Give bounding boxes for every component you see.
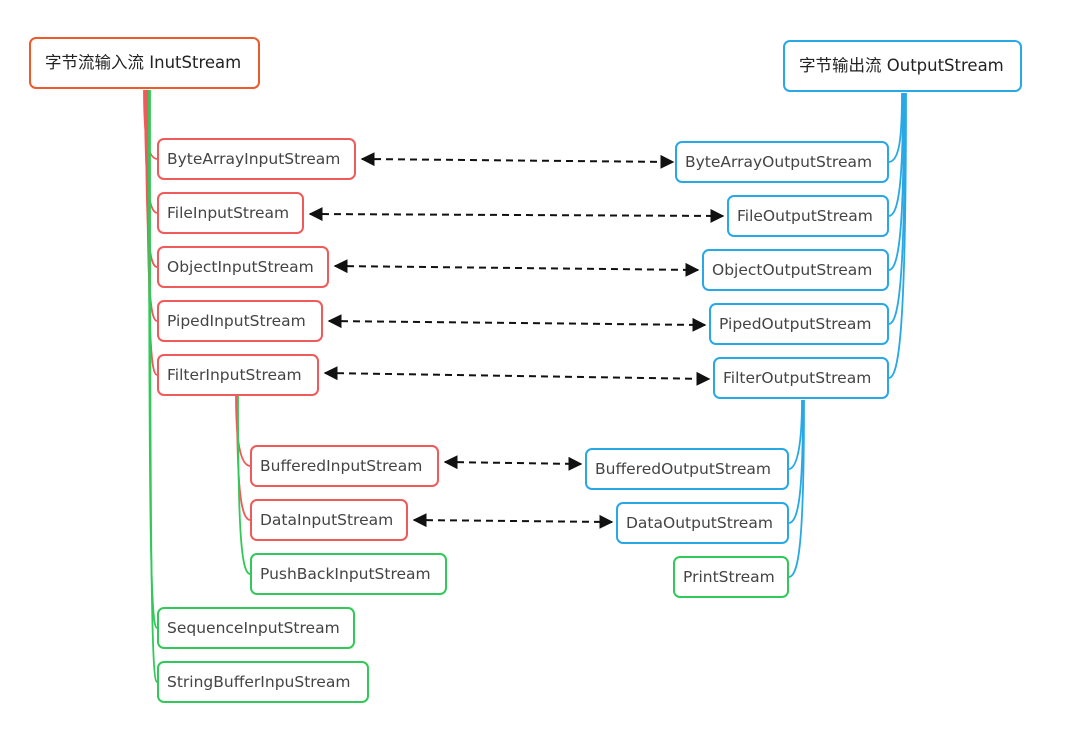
arrow-file-pair bbox=[308, 207, 725, 223]
arrow-buffered-pair bbox=[443, 455, 583, 471]
dataoutputstream-node: DataOutputStream bbox=[616, 502, 789, 544]
bufferedoutputstream-node: BufferedOutputStream bbox=[585, 448, 789, 490]
bytearrayoutputstream-node: ByteArrayOutputStream bbox=[675, 141, 889, 183]
pushbackinputstream-node: PushBackInputStream bbox=[250, 553, 447, 595]
branch-filter-to-pushbackinputstream bbox=[237, 395, 251, 575]
branch-filter-to-printstream bbox=[788, 399, 805, 578]
fileinputstream-node: FileInputStream bbox=[157, 192, 304, 234]
branch-root-to-pipedoutputstream bbox=[888, 92, 906, 325]
arrow-filter-pair bbox=[323, 366, 711, 386]
arrow-data-pair bbox=[412, 513, 614, 529]
arrow-piped-pair bbox=[327, 314, 707, 332]
input-stream-root-node: 字节流输入流 InutStream bbox=[29, 37, 260, 89]
arrow-bytearray-pair bbox=[360, 152, 675, 169]
branch-root-to-bytearrayoutputstream bbox=[888, 92, 903, 163]
output-stream-root-node: 字节输出流 OutputStream bbox=[783, 40, 1022, 92]
sequenceinputstream-node: SequenceInputStream bbox=[157, 607, 355, 649]
fileoutputstream-node: FileOutputStream bbox=[727, 195, 889, 237]
branch-root-to-stringbufferinpustream bbox=[149, 89, 158, 683]
branch-root-to-objectoutputstream bbox=[888, 92, 905, 271]
filterinputstream-node: FilterInputStream bbox=[157, 354, 319, 396]
objectinputstream-node: ObjectInputStream bbox=[157, 246, 329, 288]
branch-filter-to-bufferedoutputstream bbox=[788, 399, 803, 470]
arrow-object-pair bbox=[333, 259, 700, 277]
input-tree-branches-no-counterpart bbox=[148, 89, 251, 683]
branch-filter-to-dataoutputstream bbox=[788, 399, 804, 524]
output-tree-branches bbox=[788, 92, 907, 578]
printstream-node: PrintStream bbox=[673, 556, 789, 598]
branch-root-to-fileoutputstream bbox=[888, 92, 904, 217]
bytearrayinputstream-node: ByteArrayInputStream bbox=[157, 138, 356, 180]
branch-root-to-filteroutputstream bbox=[888, 92, 907, 379]
stringbufferinpustream-node: StringBufferInpuStream bbox=[157, 661, 369, 703]
pipedinputstream-node: PipedInputStream bbox=[157, 300, 323, 342]
pipedoutputstream-node: PipedOutputStream bbox=[709, 303, 889, 345]
datainputstream-node: DataInputStream bbox=[250, 499, 408, 541]
filteroutputstream-node: FilterOutputStream bbox=[713, 357, 889, 399]
pair-connectors bbox=[308, 152, 725, 529]
bufferedinputstream-node: BufferedInputStream bbox=[250, 445, 439, 487]
objectoutputstream-node: ObjectOutputStream bbox=[702, 249, 889, 291]
